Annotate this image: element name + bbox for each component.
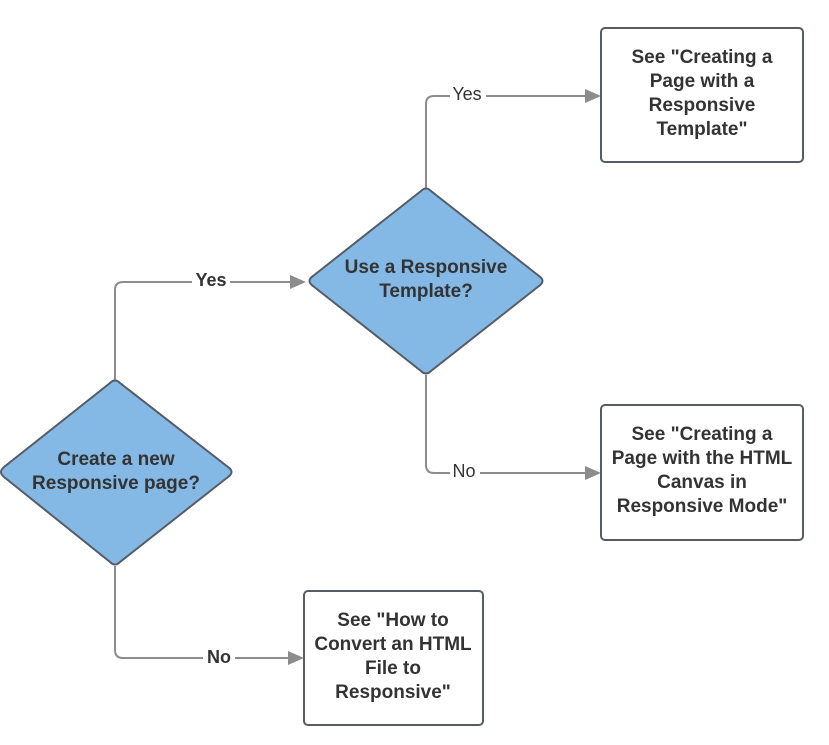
edge-label-template-no: No [452, 461, 475, 481]
process-creating-canvas: See "Creating a Page with the HTML Canva… [600, 404, 804, 541]
process-convert-html-line-2: Convert an HTML [314, 634, 472, 655]
decision-use-template-line-2: Template? [379, 281, 473, 302]
process-creating-template-line-2: Page with a [650, 71, 755, 92]
arrowhead-template-no [585, 466, 601, 480]
arrowhead-create-yes [290, 275, 306, 289]
process-creating-canvas-line-3: Canvas in [657, 472, 747, 493]
connector-create-yes [114, 281, 292, 380]
process-creating-canvas-line-4: Responsive Mode" [617, 496, 788, 517]
process-creating-template: See "Creating a Page with a Responsive T… [600, 27, 804, 163]
process-convert-html-line-1: See "How to [337, 610, 448, 631]
process-creating-template-line-4: Template" [656, 119, 747, 140]
edge-label-create-yes: Yes [195, 270, 226, 290]
connector-template-yes [425, 95, 587, 188]
process-convert-html-line-4: Responsive" [335, 682, 451, 703]
decision-create-new-line-2: Responsive page? [32, 473, 200, 494]
process-convert-html-line-3: File to [365, 658, 421, 679]
process-creating-canvas-line-2: Page with the HTML [612, 448, 793, 469]
decision-create-new-line-1: Create a new [57, 449, 174, 470]
process-creating-template-line-1: See "Creating a [631, 47, 772, 68]
decision-use-template: Use a Responsive Template? [308, 187, 544, 375]
process-creating-canvas-line-1: See "Creating a [631, 424, 772, 445]
connector-create-no [114, 566, 290, 659]
edge-label-template-yes: Yes [452, 84, 481, 104]
process-convert-html: See "How to Convert an HTML File to Resp… [303, 590, 484, 726]
decision-create-new: Create a new Responsive page? [0, 379, 233, 566]
decision-use-template-line-1: Use a Responsive [345, 257, 508, 278]
edge-label-create-no: No [207, 647, 231, 667]
process-creating-template-line-3: Responsive [649, 95, 756, 116]
arrowhead-create-no [288, 651, 304, 665]
connector-template-no [425, 375, 587, 474]
connectors [114, 89, 601, 665]
arrowhead-template-yes [585, 89, 601, 103]
edge-labels: Yes No Yes No [192, 83, 486, 668]
